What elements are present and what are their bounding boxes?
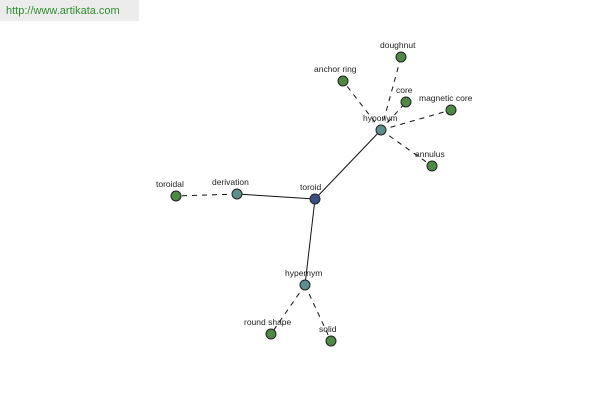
node-label-annulus[interactable]: annulus bbox=[415, 149, 445, 159]
edge-toroid-derivation bbox=[236, 193, 316, 200]
node-label-doughnut[interactable]: doughnut bbox=[380, 40, 416, 50]
edge-hypernym-solid bbox=[304, 284, 332, 342]
nodes-layer bbox=[170, 51, 457, 347]
labels-layer: toroid hyponym derivation hypernym doughnut a… bbox=[156, 40, 473, 334]
node-label-toroid[interactable]: toroid bbox=[300, 182, 322, 192]
node-toroidal[interactable] bbox=[170, 190, 182, 202]
node-label-hypernym[interactable]: hypernym bbox=[285, 268, 322, 278]
node-label-derivation[interactable]: derivation bbox=[212, 177, 249, 187]
node-hypernym[interactable] bbox=[299, 279, 311, 291]
node-magnetic-core[interactable] bbox=[445, 104, 457, 116]
site-url-link[interactable]: http://www.artikata.com bbox=[6, 5, 120, 17]
edge-hyponym-magnetic-core bbox=[380, 109, 452, 131]
node-doughnut[interactable] bbox=[395, 51, 407, 63]
node-core[interactable] bbox=[400, 96, 412, 108]
edge-hyponym-anchor-ring bbox=[342, 80, 382, 131]
node-derivation[interactable] bbox=[231, 188, 243, 200]
edge-hyponym-core bbox=[380, 101, 407, 131]
url-banner: http://www.artikata.com bbox=[0, 0, 139, 21]
edge-toroid-hypernym bbox=[304, 198, 316, 286]
node-round-shape[interactable] bbox=[265, 328, 277, 340]
node-toroid[interactable] bbox=[309, 193, 321, 205]
node-label-anchor-ring[interactable]: anchor ring bbox=[314, 64, 357, 74]
node-hyponym[interactable] bbox=[375, 124, 387, 136]
node-annulus[interactable] bbox=[426, 160, 438, 172]
node-label-core[interactable]: core bbox=[396, 85, 413, 95]
edge-toroid-hyponym bbox=[314, 129, 382, 200]
node-solid[interactable] bbox=[325, 335, 337, 347]
edge-hyponym-doughnut bbox=[380, 56, 402, 131]
node-label-solid[interactable]: solid bbox=[319, 324, 337, 334]
node-label-toroidal[interactable]: toroidal bbox=[156, 179, 184, 189]
node-label-hyponym[interactable]: hyponym bbox=[363, 113, 398, 123]
edge-derivation-toroidal bbox=[175, 193, 238, 197]
edges-layer bbox=[175, 56, 452, 342]
node-anchor-ring[interactable] bbox=[337, 75, 349, 87]
node-label-round-shape[interactable]: round shape bbox=[244, 317, 292, 327]
edge-hyponym-annulus bbox=[380, 129, 433, 167]
node-label-magnetic-core[interactable]: magnetic core bbox=[419, 93, 473, 103]
